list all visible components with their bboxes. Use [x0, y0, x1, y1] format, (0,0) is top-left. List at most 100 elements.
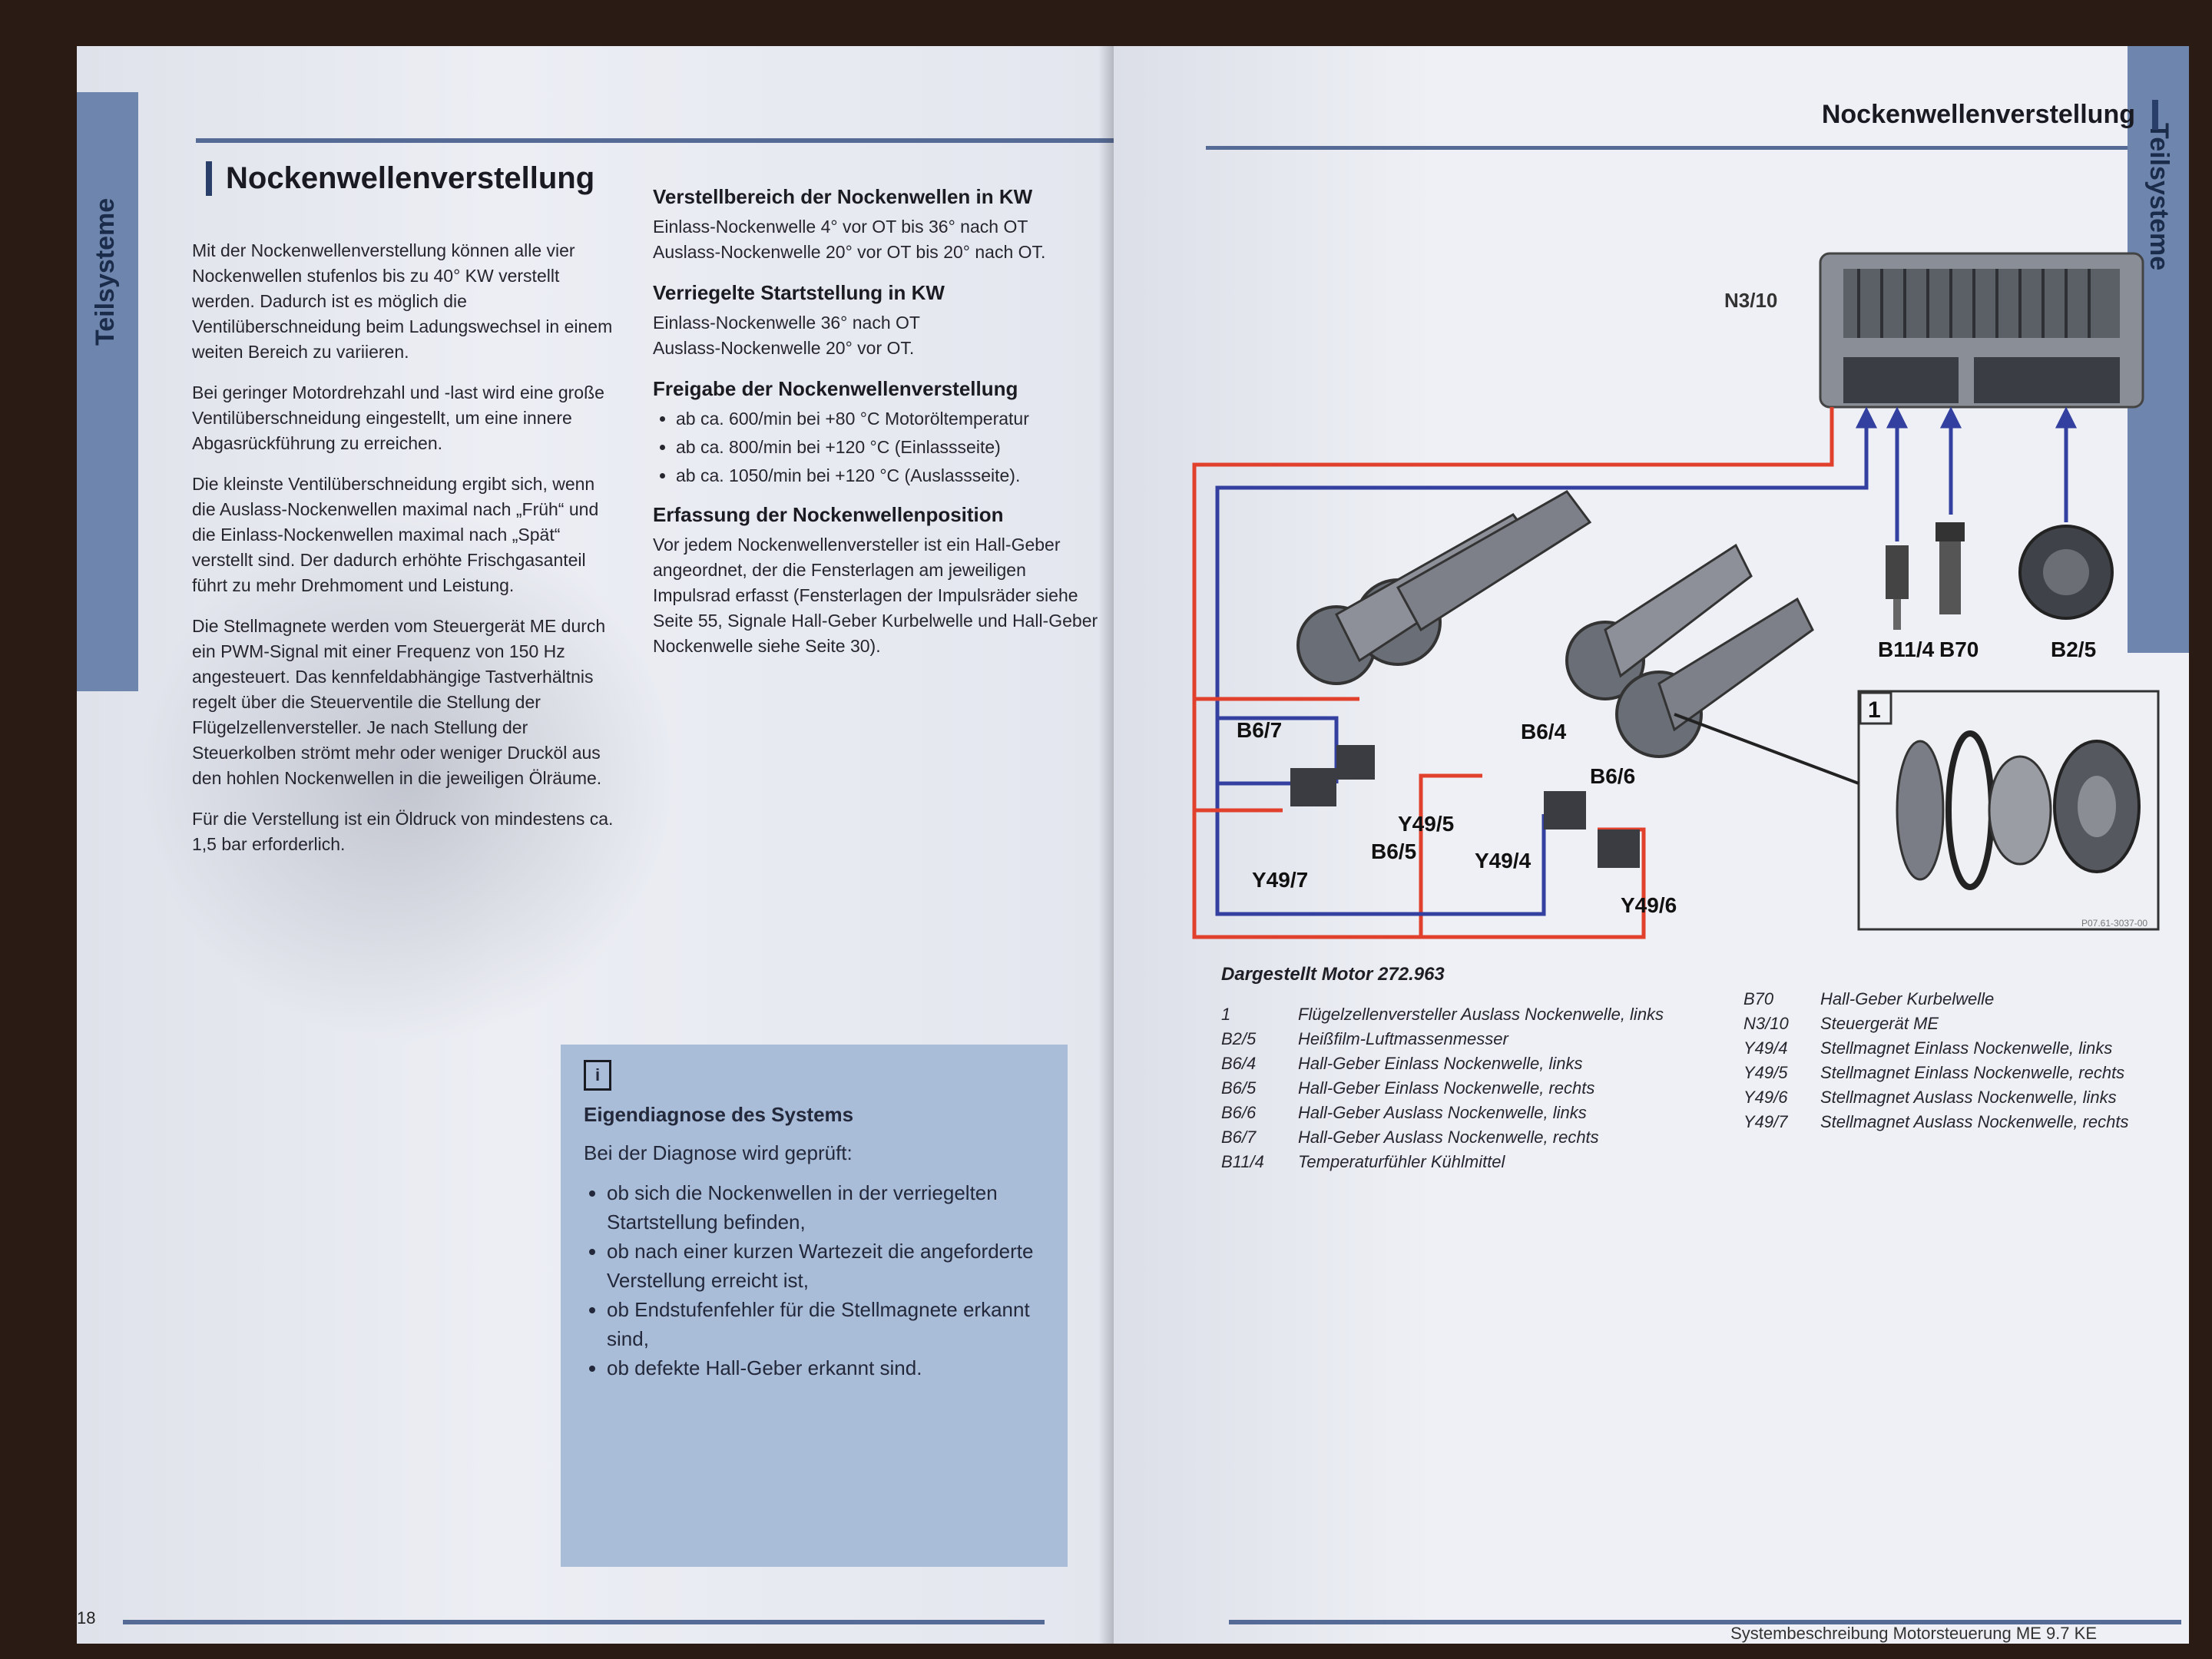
legend-value: Flügelzellenversteller Auslass Nockenwel…	[1298, 1005, 1664, 1024]
right-page: Teilsysteme Nockenwellenverstellung	[1114, 46, 2189, 1644]
info-icon: i	[584, 1060, 611, 1091]
legend-value: Hall-Geber Einlass Nockenwelle, links	[1298, 1054, 1583, 1073]
legend-key: Y49/6	[1743, 1088, 1788, 1107]
legend-key: Y49/7	[1743, 1112, 1788, 1131]
info-intro: Bei der Diagnose wird geprüft:	[584, 1141, 853, 1164]
legend-value: Hall-Geber Auslass Nockenwelle, links	[1298, 1103, 1587, 1122]
camshaft-assembly-left-icon	[1565, 543, 1814, 758]
label-y497: Y49/7	[1252, 868, 1308, 892]
legend-key: B2/5	[1221, 1029, 1257, 1048]
label-inset: 1	[1868, 697, 1881, 723]
section-heading: Freigabe der Nockenwellenverstellung	[653, 377, 1018, 400]
label-b114: B11/4	[1878, 637, 1935, 661]
section-heading: Verstellbereich der Nockenwellen in KW	[653, 185, 1033, 208]
crankshaft-sensor-icon	[1936, 522, 1965, 614]
page-title: Nockenwellenverstellung	[206, 161, 594, 196]
legend-value: Hall-Geber Auslass Nockenwelle, rechts	[1298, 1128, 1599, 1147]
legend-key: Y49/4	[1743, 1038, 1788, 1058]
legend-key: 1	[1221, 1005, 1231, 1024]
legend-row: Y49/4 Stellmagnet Einlass Nockenwelle, li…	[1743, 1036, 2174, 1061]
footer-text: Systembeschreibung Motorsteuerung ME 9.7…	[1730, 1624, 2097, 1643]
label-b66: B6/6	[1590, 764, 1635, 788]
legend-title: Dargestellt Motor 272.963	[1221, 964, 1445, 985]
text-column-2: Verstellbereich der Nockenwellen in KW E…	[653, 184, 1106, 674]
legend-row: Y49/7 Stellmagnet Auslass Nockenwelle, re…	[1743, 1110, 2174, 1134]
title-rule	[196, 138, 1118, 143]
title-rule	[1206, 146, 2128, 150]
legend-row: Y49/5 Stellmagnet Einlass Nockenwelle, re…	[1743, 1061, 2174, 1085]
label-y495: Y49/5	[1398, 812, 1454, 836]
legend-value: Stellmagnet Einlass Nockenwelle, links	[1820, 1038, 2113, 1058]
ecu-module-icon	[1819, 252, 2144, 409]
list-item: ob Endstufenfehler für die Stellmagnete …	[607, 1295, 1045, 1353]
text-line: Einlass-Nockenwelle 4° vor OT bis 36° na…	[653, 217, 1028, 237]
legend-value: Hall-Geber Einlass Nockenwelle, rechts	[1298, 1078, 1595, 1098]
paragraph: Die Stellmagnete werden vom Steuergerät …	[192, 616, 606, 788]
paragraph: Bei geringer Motordrehzahl und -last wir…	[192, 382, 604, 453]
legend-key: B6/4	[1221, 1054, 1257, 1073]
label-b70: B70	[1939, 637, 1979, 661]
list-item: ob nach einer kurzen Wartezeit die angef…	[607, 1237, 1045, 1295]
list-item: ob defekte Hall-Geber erkannt sind.	[607, 1353, 1045, 1382]
legend-row: B2/5 Heißfilm-Luftmassenmesser	[1221, 1027, 1713, 1051]
legend-value: Temperaturfühler Kühlmittel	[1298, 1152, 1505, 1171]
legend-key: B6/6	[1221, 1103, 1257, 1122]
text-line: Auslass-Nockenwelle 20° vor OT.	[653, 338, 915, 358]
legend-row: Y49/6 Stellmagnet Auslass Nockenwelle, li…	[1743, 1085, 2174, 1110]
camshaft-assembly-right-icon	[1296, 490, 1592, 685]
paragraph: Für die Verstellung ist ein Öldruck von …	[192, 809, 614, 854]
info-list: ob sich die Nockenwellen in der verriege…	[584, 1178, 1045, 1382]
legend-key: B70	[1743, 989, 1774, 1008]
label-y494: Y49/4	[1475, 849, 1532, 873]
text-line: Einlass-Nockenwelle 36° nach OT	[653, 313, 920, 333]
legend-value: Heißfilm-Luftmassenmesser	[1298, 1029, 1508, 1048]
section-heading: Erfassung der Nockenwellenposition	[653, 503, 1004, 526]
list-item: ob sich die Nockenwellen in der verriege…	[607, 1178, 1045, 1237]
legend-value: Stellmagnet Auslass Nockenwelle, links	[1820, 1088, 2117, 1107]
info-box: i Eigendiagnose des Systems Bei der Diag…	[561, 1045, 1068, 1567]
footer-rule	[1229, 1620, 2181, 1624]
signal-arrows	[1855, 406, 2078, 541]
legend-value: Stellmagnet Auslass Nockenwelle, rechts	[1820, 1112, 2129, 1131]
legend-row: B6/5 Hall-Geber Einlass Nockenwelle, rech…	[1221, 1076, 1713, 1101]
legend-value: Hall-Geber Kurbelwelle	[1820, 989, 1995, 1008]
bullet-list: ab ca. 600/min bei +80 °C Motoröltempera…	[653, 406, 1106, 488]
legend-row: B11/4 Temperaturfühler Kühlmittel	[1221, 1150, 1713, 1174]
temperature-sensor-icon	[1886, 545, 1909, 630]
info-title: Eigendiagnose des Systems	[584, 1103, 854, 1126]
list-item: ab ca. 800/min bei +120 °C (Einlassseite…	[676, 435, 1106, 460]
label-y496: Y49/6	[1621, 893, 1677, 917]
section-tab-label: Teilsysteme	[91, 197, 120, 346]
list-item: ab ca. 600/min bei +80 °C Motoröltempera…	[676, 406, 1106, 432]
paragraph: Vor jedem Nockenwellenversteller ist ein…	[653, 535, 1098, 656]
legend-value: Stellmagnet Einlass Nockenwelle, rechts	[1820, 1063, 2125, 1082]
text-line: Auslass-Nockenwelle 20° vor OT bis 20° n…	[653, 242, 1046, 262]
page-number: 18	[77, 1608, 96, 1628]
section-heading: Verriegelte Startstellung in KW	[653, 281, 945, 304]
label-b64: B6/4	[1521, 720, 1567, 743]
legend-key: B11/4	[1221, 1152, 1264, 1171]
camshaft-diagram: N3/10 B11/4 B70 B2/5	[1192, 252, 2160, 939]
legend-row: B6/4 Hall-Geber Einlass Nockenwelle, link…	[1221, 1051, 1713, 1076]
legend-key: Y49/5	[1743, 1063, 1788, 1082]
figure-reference: P07.61-3037-00	[2081, 918, 2148, 929]
legend-row: B6/6 Hall-Geber Auslass Nockenwelle, link…	[1221, 1101, 1713, 1125]
legend-key: B6/5	[1221, 1078, 1257, 1098]
legend-row: B70 Hall-Geber Kurbelwelle	[1743, 987, 2174, 1012]
page-title: Nockenwellenverstellung	[1751, 100, 2158, 130]
label-n310: N3/10	[1724, 289, 1777, 312]
legend-row: 1 Flügelzellenversteller Auslass Nockenwe…	[1221, 1002, 1713, 1027]
label-b67: B6/7	[1237, 718, 1282, 742]
left-page: Teilsysteme Nockenwellenverstellung Mit …	[77, 46, 1121, 1644]
label-b25: B2/5	[2051, 637, 2096, 661]
label-b65: B6/5	[1371, 839, 1416, 863]
solenoid-valve-icon	[1290, 745, 1640, 868]
legend-value: Steuergerät ME	[1820, 1014, 1939, 1033]
paragraph: Mit der Nockenwellenverstellung können a…	[192, 240, 613, 362]
text-column-1: Mit der Nockenwellenverstellung können a…	[192, 238, 622, 873]
section-tab-left: Teilsysteme	[77, 92, 138, 691]
paragraph: Die kleinste Ventilüberschneidung ergibt…	[192, 474, 599, 595]
